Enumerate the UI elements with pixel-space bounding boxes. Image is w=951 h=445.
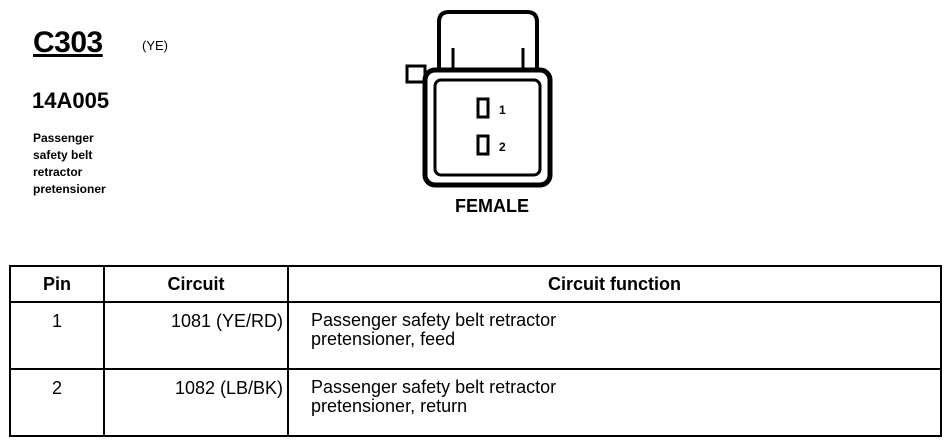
connector-id: C303	[33, 26, 103, 59]
connector-latch	[437, 10, 539, 78]
function-cell: Passenger safety belt retractor pretensi…	[287, 301, 942, 370]
table-header-row: Pin Circuit Circuit function	[9, 265, 942, 303]
column-header-function: Circuit function	[287, 265, 942, 303]
description-line: Passenger	[33, 131, 94, 145]
function-line: Passenger safety belt retractor	[311, 310, 557, 330]
connector-key-tab	[405, 64, 427, 84]
connector-face-diagram: 1 2	[405, 10, 553, 188]
pin-number-label: 2	[499, 140, 506, 154]
pin-cavity-2	[476, 134, 490, 156]
table-row: 1 1081 (YE/RD) Passenger safety belt ret…	[9, 301, 942, 370]
description-line: safety belt	[33, 148, 93, 162]
circuit-cell: 1081 (YE/RD)	[103, 301, 289, 370]
column-header-circuit: Circuit	[103, 265, 289, 303]
function-line: pretensioner, feed	[311, 329, 456, 349]
connector-description: Passenger safety belt retractor pretensi…	[33, 130, 143, 198]
connector-gender-label: FEMALE	[455, 196, 529, 216]
table-row: 2 1082 (LB/BK) Passenger safety belt ret…	[9, 368, 942, 437]
function-line: Passenger safety belt retractor	[311, 377, 557, 397]
circuit-cell: 1082 (LB/BK)	[103, 368, 289, 437]
pin-cell: 1	[9, 301, 105, 370]
column-header-pin: Pin	[9, 265, 105, 303]
pin-cell: 2	[9, 368, 105, 437]
function-line: pretensioner, return	[311, 396, 468, 416]
description-line: pretensioner	[33, 182, 106, 196]
function-cell: Passenger safety belt retractor pretensi…	[287, 368, 942, 437]
connector-body	[422, 67, 553, 188]
part-number: 14A005	[32, 88, 110, 113]
pin-number-label: 1	[499, 103, 506, 117]
connector-inner-body	[433, 78, 542, 177]
description-line: retractor	[33, 165, 83, 179]
pin-cavity-1	[476, 97, 490, 119]
connector-color-code: (YE)	[142, 38, 168, 53]
pin-table: Pin Circuit Circuit function 1 1081 (YE/…	[9, 265, 942, 437]
